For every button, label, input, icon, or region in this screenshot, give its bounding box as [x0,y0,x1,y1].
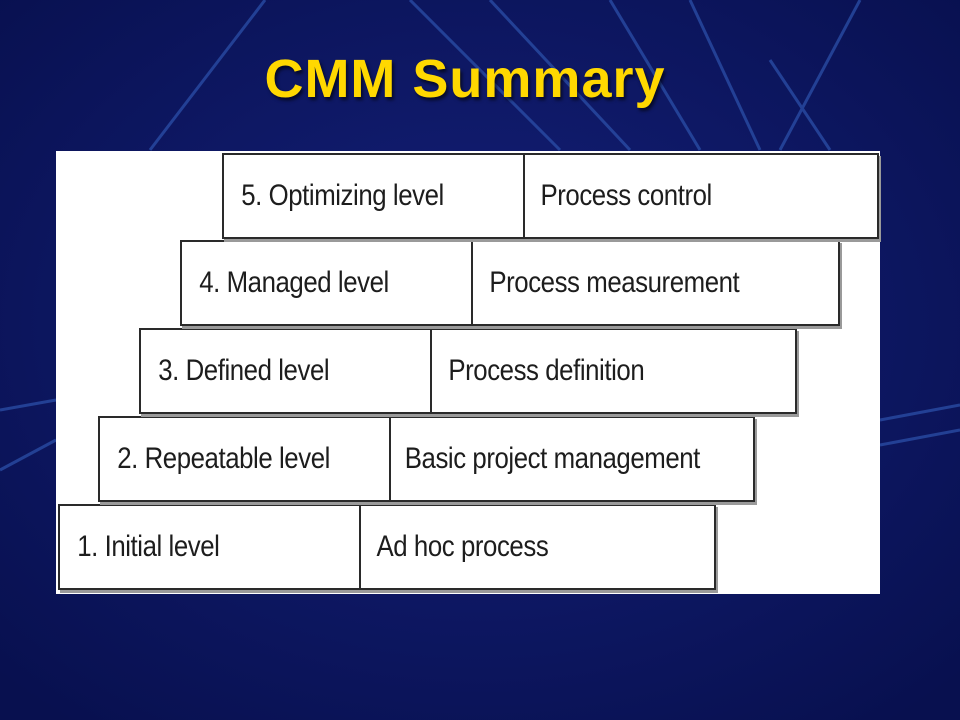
level-name-label: 5. Optimizing level [241,179,444,212]
step-divider [389,418,391,500]
level-name-label: 3. Defined level [158,354,330,387]
slide-title: CMM Summary [0,46,960,112]
streak-line [608,0,702,151]
process-focus-label: Basic project management [404,442,701,475]
streak-line [688,0,762,151]
streak-line [0,398,57,412]
streak-line [768,59,832,151]
streak-line [879,428,960,447]
cmm-step-level-4: 4. Managed level Process measurement [180,240,840,326]
cmm-step-level-2: 2. Repeatable level Basic project manage… [98,416,755,502]
cmm-step-level-5: 5. Optimizing level Process control [222,153,879,239]
streak-line [879,403,960,422]
step-divider [359,506,361,588]
process-focus-label: Process control [540,179,712,212]
background-streaks [0,0,960,472]
process-focus-label: Ad hoc process [376,530,549,563]
streak-line [408,0,562,152]
step-divider [523,155,525,237]
step-divider [471,242,473,324]
level-name-label: 2. Repeatable level [117,442,330,475]
streak-line [0,438,57,472]
slide-title-text: CMM Summary [264,49,666,109]
streak-line [778,0,862,151]
streak-line [148,0,267,151]
streak-line [488,0,632,152]
cmm-staircase-diagram: 1. Initial level Ad hoc process 2. Repea… [56,151,880,594]
step-divider [430,330,432,412]
level-name-label: 1. Initial level [77,530,220,563]
process-focus-label: Process measurement [489,266,740,299]
cmm-step-level-1: 1. Initial level Ad hoc process [58,504,716,590]
level-name-label: 4. Managed level [199,266,389,299]
cmm-step-level-3: 3. Defined level Process definition [139,328,797,414]
process-focus-label: Process definition [448,354,645,387]
